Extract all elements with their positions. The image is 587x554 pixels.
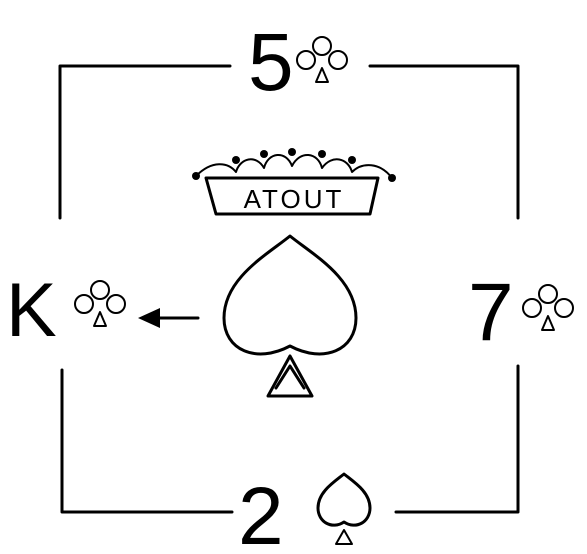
card-west-rank: K [6,268,57,353]
table-outline [58,64,520,514]
table-edge-north-east [368,64,520,220]
spade-icon [222,234,358,398]
spade-icon [316,472,372,545]
card-south: 2 [238,471,372,554]
card-east-rank: 7 [468,267,514,358]
card-north-rank: 5 [248,17,294,108]
club-icon [296,36,348,83]
trump-indicator: ATOUT [192,148,396,398]
table-edge-south-west [60,368,234,514]
trump-label: ATOUT [244,184,345,214]
card-east: 7 [468,267,574,358]
club-icon [522,284,574,331]
crown-icon [192,148,396,216]
lead-arrow-icon [138,308,200,328]
club-icon [74,280,126,327]
table-edge-north-west [58,64,232,220]
card-west: K [6,268,200,353]
card-north: 5 [248,17,348,108]
table-edge-south-east [394,364,520,514]
card-south-rank: 2 [238,471,284,554]
